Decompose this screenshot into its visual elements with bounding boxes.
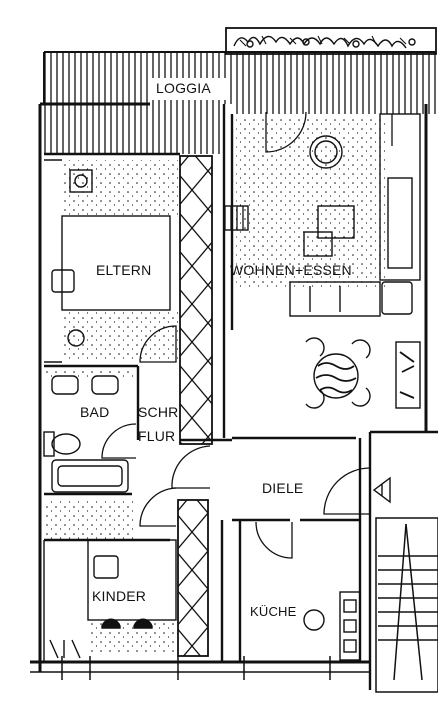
armchair-small	[303, 231, 333, 257]
armchair	[309, 135, 343, 169]
room-label-bad: BAD	[80, 404, 110, 420]
sideboard	[379, 113, 421, 281]
entrance-arrow	[372, 476, 391, 504]
lamp-top	[74, 174, 88, 188]
kinder-bed	[87, 539, 177, 621]
door-bad	[101, 423, 137, 459]
room-label-diele: DIELE	[262, 480, 304, 496]
kinder-pillow	[93, 555, 119, 579]
room-label-kueche: KÜCHE	[250, 604, 297, 619]
sink-1	[51, 375, 79, 395]
planter-box	[225, 27, 437, 55]
bed	[61, 215, 171, 311]
kinder-shoes	[101, 618, 153, 629]
door-kinder	[139, 487, 177, 527]
shelf-unit	[223, 205, 249, 231]
plant-box	[395, 341, 421, 409]
wardrobe-lower	[177, 499, 209, 657]
door-eltern	[139, 325, 177, 363]
kinder-desk	[49, 639, 81, 659]
room-label-wohnen-essen: WOHNEN+ESSEN	[230, 262, 352, 278]
side-table	[381, 281, 413, 315]
kitchen-sink	[303, 609, 325, 631]
coffee-table	[317, 205, 355, 239]
bathtub	[51, 459, 129, 493]
door-kueche	[255, 521, 293, 559]
outer-walls	[30, 102, 428, 680]
stairwell	[375, 517, 438, 693]
room-label-eltern: ELTERN	[96, 262, 152, 278]
sink-2	[91, 375, 119, 395]
wardrobe-upper	[179, 155, 213, 445]
room-label-schr: SCHR	[138, 404, 179, 420]
nightstand-top	[69, 169, 93, 193]
sofa	[289, 281, 381, 317]
pillow-icon	[51, 269, 75, 293]
door-diele	[171, 445, 211, 489]
kitchen-counter	[339, 591, 361, 661]
dining-table	[313, 353, 359, 399]
room-label-flur: FLUR	[138, 428, 176, 444]
loggia-area	[43, 51, 436, 154]
room-label-kinder: KINDER	[92, 588, 147, 604]
room-label-loggia: LOGGIA	[156, 80, 211, 96]
door-entrance	[323, 467, 371, 515]
toilet	[43, 431, 55, 457]
lamp-bottom	[67, 329, 85, 347]
